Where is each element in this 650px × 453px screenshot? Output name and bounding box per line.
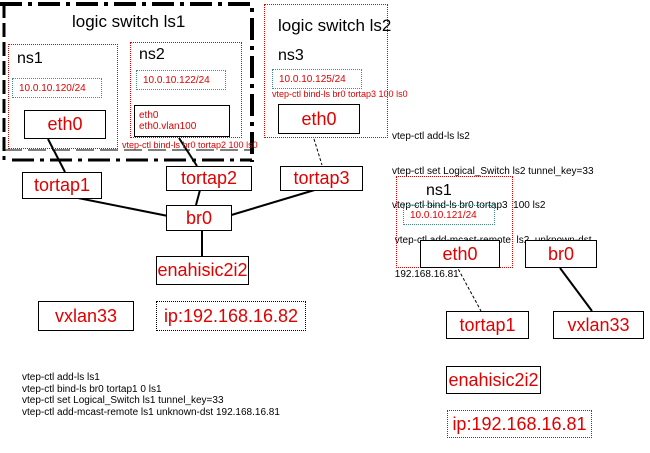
host2-enahisic2i2: enahisic2i2 <box>446 366 541 394</box>
ns2-name: ns2 <box>139 46 165 63</box>
link-tortap3-br0 <box>227 188 319 217</box>
ns3-ip: 10.0.10.125/24 <box>272 69 362 89</box>
tortap1-box: tortap1 <box>22 172 102 199</box>
ns3-eth0: eth0 <box>278 104 360 134</box>
host2-cmd-5: 192.168.16.81 <box>392 269 459 280</box>
host1-cmd-3: vtep-ctl set Logical_Switch ls1 tunnel_k… <box>22 395 224 406</box>
tortap3-box: tortap3 <box>280 166 363 191</box>
ns2-eth0-label: eth0 <box>139 110 159 121</box>
link-tortap1-br0 <box>67 195 169 217</box>
host2-br0: br0 <box>525 240 597 268</box>
host2-ip-box: ip:192.168.16.81 <box>447 410 592 438</box>
link-eth0-tortap1 <box>47 138 66 173</box>
link-tortap2-br0 <box>195 189 201 206</box>
ns2-vlan-label: eth0.vlan100 <box>139 121 197 132</box>
enahisic2i2-box: enahisic2i2 <box>156 256 249 285</box>
ns3-bind-note: vtep-ctl bind-ls br0 tortap3 100 ls0 <box>272 89 408 99</box>
host2-ns1-name: ns1 <box>426 182 452 199</box>
host2-tortap1: tortap1 <box>446 311 529 339</box>
br0-box: br0 <box>166 205 232 231</box>
link-h2-eth0-tortap1 <box>455 264 482 312</box>
ns2-iface-box: eth0 eth0.vlan100 <box>134 105 230 137</box>
host2-cmd-1: vtep-ctl add-ls ls2 <box>392 131 470 142</box>
ns2-bind-note: vtep-ctl bind-ls br0 tortap2 100 ls0 <box>122 140 258 150</box>
ns1-eth0: eth0 <box>24 110 106 139</box>
tortap2-box: tortap2 <box>166 166 252 191</box>
link-h2-br0-vxlan <box>559 267 593 312</box>
ls1-title: logic switch ls1 <box>72 12 186 31</box>
host1-commands: vtep-ctl add-ls ls1 vtep-ctl bind-ls br0… <box>22 372 280 418</box>
ls1-group-outline <box>0 2 254 162</box>
host1-ip-box: ip:192.168.16.82 <box>156 301 306 331</box>
host1-cmd-1: vtep-ctl add-ls ls1 <box>22 372 100 383</box>
host1-cmd-2: vtep-ctl bind-ls br0 tortap1 0 ls1 <box>22 383 162 395</box>
link-ns3-tortap3 <box>313 138 323 166</box>
ns2-namespace <box>130 42 242 138</box>
ls2-title: logic switch ls2 <box>278 16 392 35</box>
host2-vxlan33: vxlan33 <box>553 311 644 339</box>
host2-cmd-2: vtep-ctl set Logical_Switch ls2 tunnel_k… <box>392 165 594 177</box>
ns1-namespace <box>8 44 118 149</box>
ns2-ip: 10.0.10.122/24 <box>136 70 226 90</box>
host2-ns1-ip: 10.0.10.121/24 <box>403 205 495 225</box>
ls2-group <box>264 4 388 138</box>
host1-cmd-4: vtep-ctl add-mcast-remote ls1 unknown-ds… <box>22 406 280 418</box>
ns3-name: ns3 <box>278 47 304 64</box>
vxlan33-box: vxlan33 <box>38 301 134 331</box>
ns1-name: ns1 <box>17 50 43 67</box>
host2-eth0: eth0 <box>420 240 500 268</box>
ns1-ip: 10.0.10.120/24 <box>12 78 102 98</box>
